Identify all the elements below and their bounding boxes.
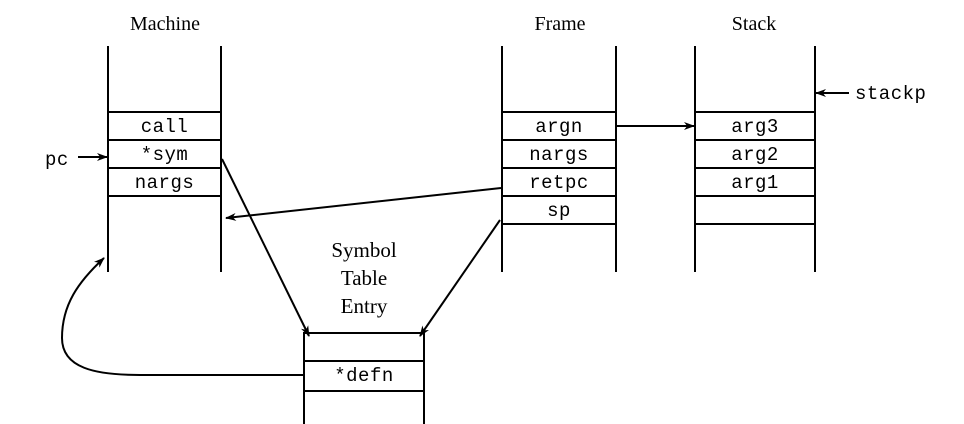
symbol-table-entry-cell-defn: *defn xyxy=(334,365,394,387)
stack-row-border-1 xyxy=(694,139,816,141)
frame-row-border-3 xyxy=(501,195,617,197)
frame-row-border-top xyxy=(501,111,617,113)
stack-left-rail xyxy=(694,46,696,272)
symbol-table-entry-row-border-2 xyxy=(303,390,425,392)
machine-cell-nargs: nargs xyxy=(134,172,195,194)
machine-cell-call: call xyxy=(140,116,189,138)
machine-column-title: Machine xyxy=(130,13,200,35)
stack-right-rail xyxy=(814,46,816,272)
frame-row-border-bottom xyxy=(501,223,617,225)
frame-cell-argn: argn xyxy=(535,116,583,138)
frame-column-title: Frame xyxy=(534,13,586,35)
stack-cell-arg2: arg2 xyxy=(731,144,779,166)
stack-row-border-top xyxy=(694,111,816,113)
machine-right-rail xyxy=(220,46,222,272)
machine-row-border-top xyxy=(107,111,222,113)
frame-cell-nargs: nargs xyxy=(529,144,589,166)
symbol-table-entry-title-line-1: Symbol xyxy=(331,238,397,262)
stack-column-title: Stack xyxy=(731,13,777,35)
pc-pointer-label: pc xyxy=(45,149,69,171)
sym-to-symbol-table-entry-arrow xyxy=(221,158,310,337)
sp-to-symbol-table-entry-arrow xyxy=(419,219,501,337)
symbol-table-entry-title-line-3: Entry xyxy=(340,294,388,318)
machine-row-border-bottom xyxy=(107,195,222,197)
stack-row-border-bottom xyxy=(694,223,816,225)
frame-row-border-1 xyxy=(501,139,617,141)
symbol-table-entry-title-line-2: Table xyxy=(340,266,388,290)
stack-cell-arg1: arg1 xyxy=(731,172,779,194)
frame-row-border-2 xyxy=(501,167,617,169)
machine-cell-sym: *sym xyxy=(140,144,189,166)
stack-cell-arg3: arg3 xyxy=(731,116,779,138)
stackp-pointer-label: stackp xyxy=(855,83,927,105)
machine-row-border-1 xyxy=(107,139,222,141)
machine-row-border-2 xyxy=(107,167,222,169)
frame-cell-sp: sp xyxy=(547,200,571,222)
stack-row-border-3 xyxy=(694,195,816,197)
symbol-table-entry-row-border-1 xyxy=(303,360,425,362)
frame-right-rail xyxy=(615,46,617,272)
retpc-to-machine-arrow xyxy=(225,187,502,221)
frame-left-rail xyxy=(501,46,503,272)
machine-left-rail xyxy=(107,46,109,272)
symbol-table-entry-box xyxy=(303,332,425,424)
defn-to-machine-curved-arrow xyxy=(60,257,303,376)
frame-cell-retpc: retpc xyxy=(529,172,589,194)
stack-row-border-2 xyxy=(694,167,816,169)
